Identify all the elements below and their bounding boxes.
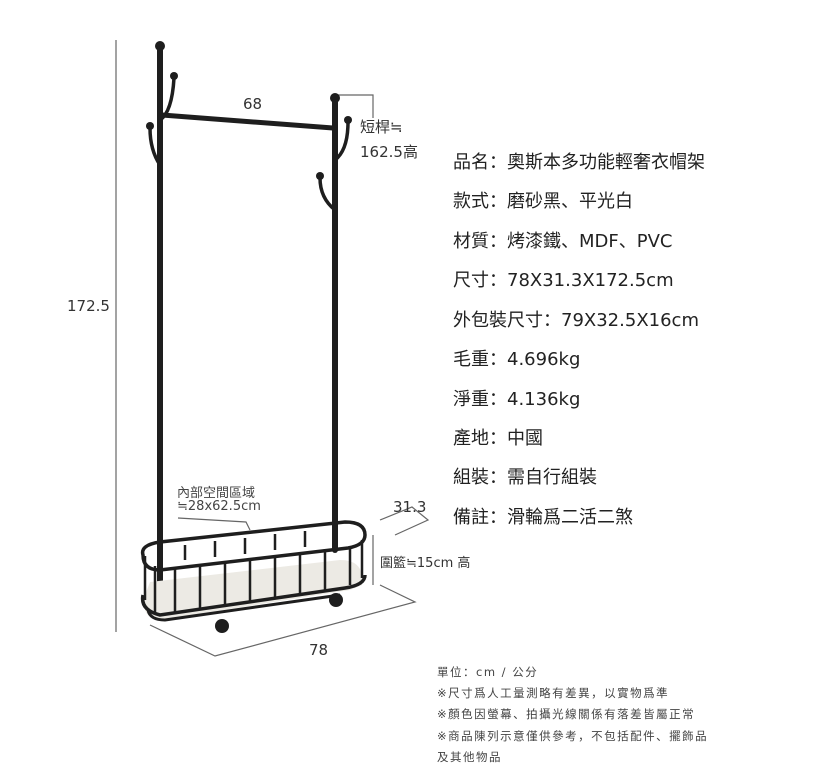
total-height-label: 172.5 xyxy=(67,297,110,315)
depth-label: 31.3 xyxy=(393,498,427,516)
note-size: ※尺寸爲人工量測略有差異，以實物爲準 xyxy=(437,686,670,700)
spec-remark: 備註：滑輪爲二活二煞 xyxy=(453,507,633,528)
spec-assembly: 組裝：需自行組裝 xyxy=(453,467,597,488)
spec-name: 品名：奧斯本多功能輕奢衣帽架 xyxy=(453,152,705,173)
rack-frame xyxy=(148,45,350,605)
top-width-label: 68 xyxy=(243,95,263,113)
inner-area-value: ≒28x62.5cm xyxy=(177,499,261,514)
note-color: ※顏色因螢幕、拍攝光線關係有落差皆屬正常 xyxy=(437,707,696,721)
spec-package-size: 外包裝尺寸：79X32.5X16cm xyxy=(453,310,699,331)
spec-gross-weight: 毛重：4.696kg xyxy=(453,349,581,370)
bottom-width-label: 78 xyxy=(309,641,329,659)
short-pole-height: 162.5高 xyxy=(360,143,418,161)
note-display: ※商品陳列示意僅供參考，不包括配件、擺飾品 xyxy=(437,729,709,743)
note-display-cont: 及其他物品 xyxy=(437,750,502,764)
spec-net-weight: 淨重：4.136kg xyxy=(453,389,581,410)
spec-style: 款式：磨砂黑、平光白 xyxy=(453,191,633,212)
hook-knobs xyxy=(146,41,352,180)
spec-size: 尺寸：78X31.3X172.5cm xyxy=(453,270,674,291)
caster-wheels xyxy=(215,593,343,633)
spec-origin: 產地：中國 xyxy=(453,428,543,449)
basket-height-label: 圍籃≒15cm 高 xyxy=(380,556,471,571)
inner-area-label: 內部空間區域 xyxy=(177,486,256,501)
spec-material: 材質：烤漆鐵、MDF、PVC xyxy=(453,231,673,252)
note-unit: 單位：cm / 公分 xyxy=(437,665,539,679)
short-pole-label: 短桿≒ xyxy=(360,118,403,136)
dimension-lines xyxy=(115,40,430,657)
basket xyxy=(140,520,367,622)
